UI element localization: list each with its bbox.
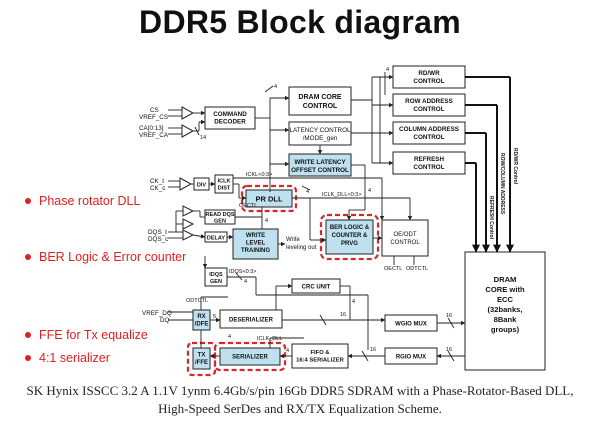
annotation-text: FFE for Tx equalize [39, 328, 148, 342]
fifo-block [291, 343, 349, 369]
dqs-c-pin-label: DQS_c [148, 236, 168, 243]
bus-width-label: 16 [340, 312, 346, 318]
tx-ffe-block [192, 347, 211, 370]
vref-ca-pin-label: VREF_CA [139, 132, 169, 139]
bullet-icon [25, 253, 31, 260]
fifo-label: FIFO &16:4 SERIALIZER [296, 350, 344, 364]
oectl-bottom-label: OECTL [384, 266, 402, 272]
bus-width-label: 4 [286, 348, 289, 354]
dq-pin-label: DQ [160, 317, 170, 324]
annotation-text: Phase rotator DLL [39, 194, 141, 208]
bus-width-label: 16 [370, 347, 376, 353]
latency-control-label: LATENCY CONTROL/MODE_gen [290, 127, 351, 142]
rdwr-bus-label: RD/WR Control [512, 148, 518, 185]
wgio-mux-label: WGIO MUX [395, 322, 427, 328]
iclk-dll-short-label: ICLK_DLL [257, 336, 282, 342]
cs-pin-label: CS [150, 107, 159, 114]
dram-core-control-block [288, 86, 352, 116]
write-level-training-block [232, 228, 279, 260]
bus-width-label: 16 [446, 313, 452, 319]
ck-t-pin-label: CK_t [150, 178, 164, 185]
dqs-t-pin-label: DQS_t [148, 229, 167, 236]
rx-dfe-label: RX/DFE [195, 314, 209, 328]
bullet-icon [25, 354, 31, 361]
page-title: DDR5 Block diagram [139, 4, 461, 40]
vref-dq-pin-label: VREF_DQ [142, 310, 172, 317]
figure-caption: SK Hynix ISSCC 3.2 A 1.1V 1ynm 6.4Gb/s/p… [0, 382, 600, 418]
pr-dll-highlight [240, 184, 298, 213]
crc-unit-label: CRC UNIT [302, 285, 331, 291]
bus-width-label: 16 [446, 347, 452, 353]
caption-line: SK Hynix ISSCC 3.2 A 1.1V 1ynm 6.4Gb/s/p… [26, 383, 574, 398]
bus-width-label: 4 [386, 67, 389, 73]
ck-c-pin-label: CK_c [150, 185, 165, 192]
vref-cs-pin-label: VREF_CS [139, 114, 168, 121]
annotation-item: 4:1 serializer [25, 351, 110, 365]
tx-ffe-highlight [186, 341, 217, 377]
oe-odt-block [381, 219, 429, 257]
odtctl-label: ODTCTL [186, 298, 208, 304]
odtctl-bottom-label: ODTCTL [406, 266, 428, 272]
bus-width-label: 4 [244, 279, 247, 285]
bus-width-label: 4 [228, 334, 231, 340]
ber-logic-block [325, 219, 374, 255]
ber-logic-label: BER LOGIC &COUNTER &PRVG [330, 225, 370, 247]
rgio-mux-label: RGIO MUX [396, 355, 426, 361]
tx-ffe-label: TX/FFE [195, 353, 208, 367]
ca-width-label: 14 [200, 135, 206, 141]
annotation-text: 4:1 serializer [39, 351, 110, 365]
dqs-buffer-1 [182, 205, 195, 217]
serializer-highlight [213, 341, 287, 372]
bus-width-label: 4 [352, 299, 355, 305]
caption-line: High-Speed SerDes and RX/TX Equalization… [158, 401, 442, 416]
bus-width-label: 5 [213, 314, 216, 320]
ca-buffer [181, 124, 195, 138]
bullet-icon [25, 197, 31, 204]
ca-pin-label: CA[0:13] [139, 125, 164, 132]
annotation-item: BER Logic & Error counter [25, 250, 186, 264]
dqs-buffer-3 [182, 229, 195, 241]
ck-buffer [179, 177, 193, 191]
annotation-item: Phase rotator DLL [25, 194, 140, 208]
dqs-buffer-2 [182, 218, 195, 230]
annotation-text: BER Logic & Error counter [39, 250, 187, 264]
bus-width-label: 4 [306, 189, 309, 195]
annotation-item: FFE for Tx equalize [25, 328, 148, 342]
row-column-bus-label: ROW/COLUMN ADDRESS [499, 153, 505, 215]
oectl-top-label: OECTL [239, 203, 257, 209]
bus-width-label: 4 [274, 84, 277, 90]
idqs-label: IDQS<0:3> [229, 269, 257, 275]
cs-buffer [181, 106, 195, 120]
iclk-label: ICKL<0:3> [246, 172, 272, 178]
div-label: DIV [197, 183, 207, 189]
delay-label: DELAY [207, 236, 225, 242]
iclk-dll-label: ICLK_DLL<0:3> [322, 192, 361, 198]
bus-width-label: 4 [265, 218, 268, 224]
bus-width-label: 4 [368, 188, 371, 194]
dram-core-block [464, 251, 546, 371]
bullet-icon [25, 331, 31, 338]
deserializer-label: DESERIALIZER [229, 318, 274, 324]
pr-dll-label: PR DLL [255, 195, 283, 204]
refresh-bus-label: REFRESH Control [488, 196, 494, 240]
serializer-label: SERIALIZER [232, 355, 268, 361]
